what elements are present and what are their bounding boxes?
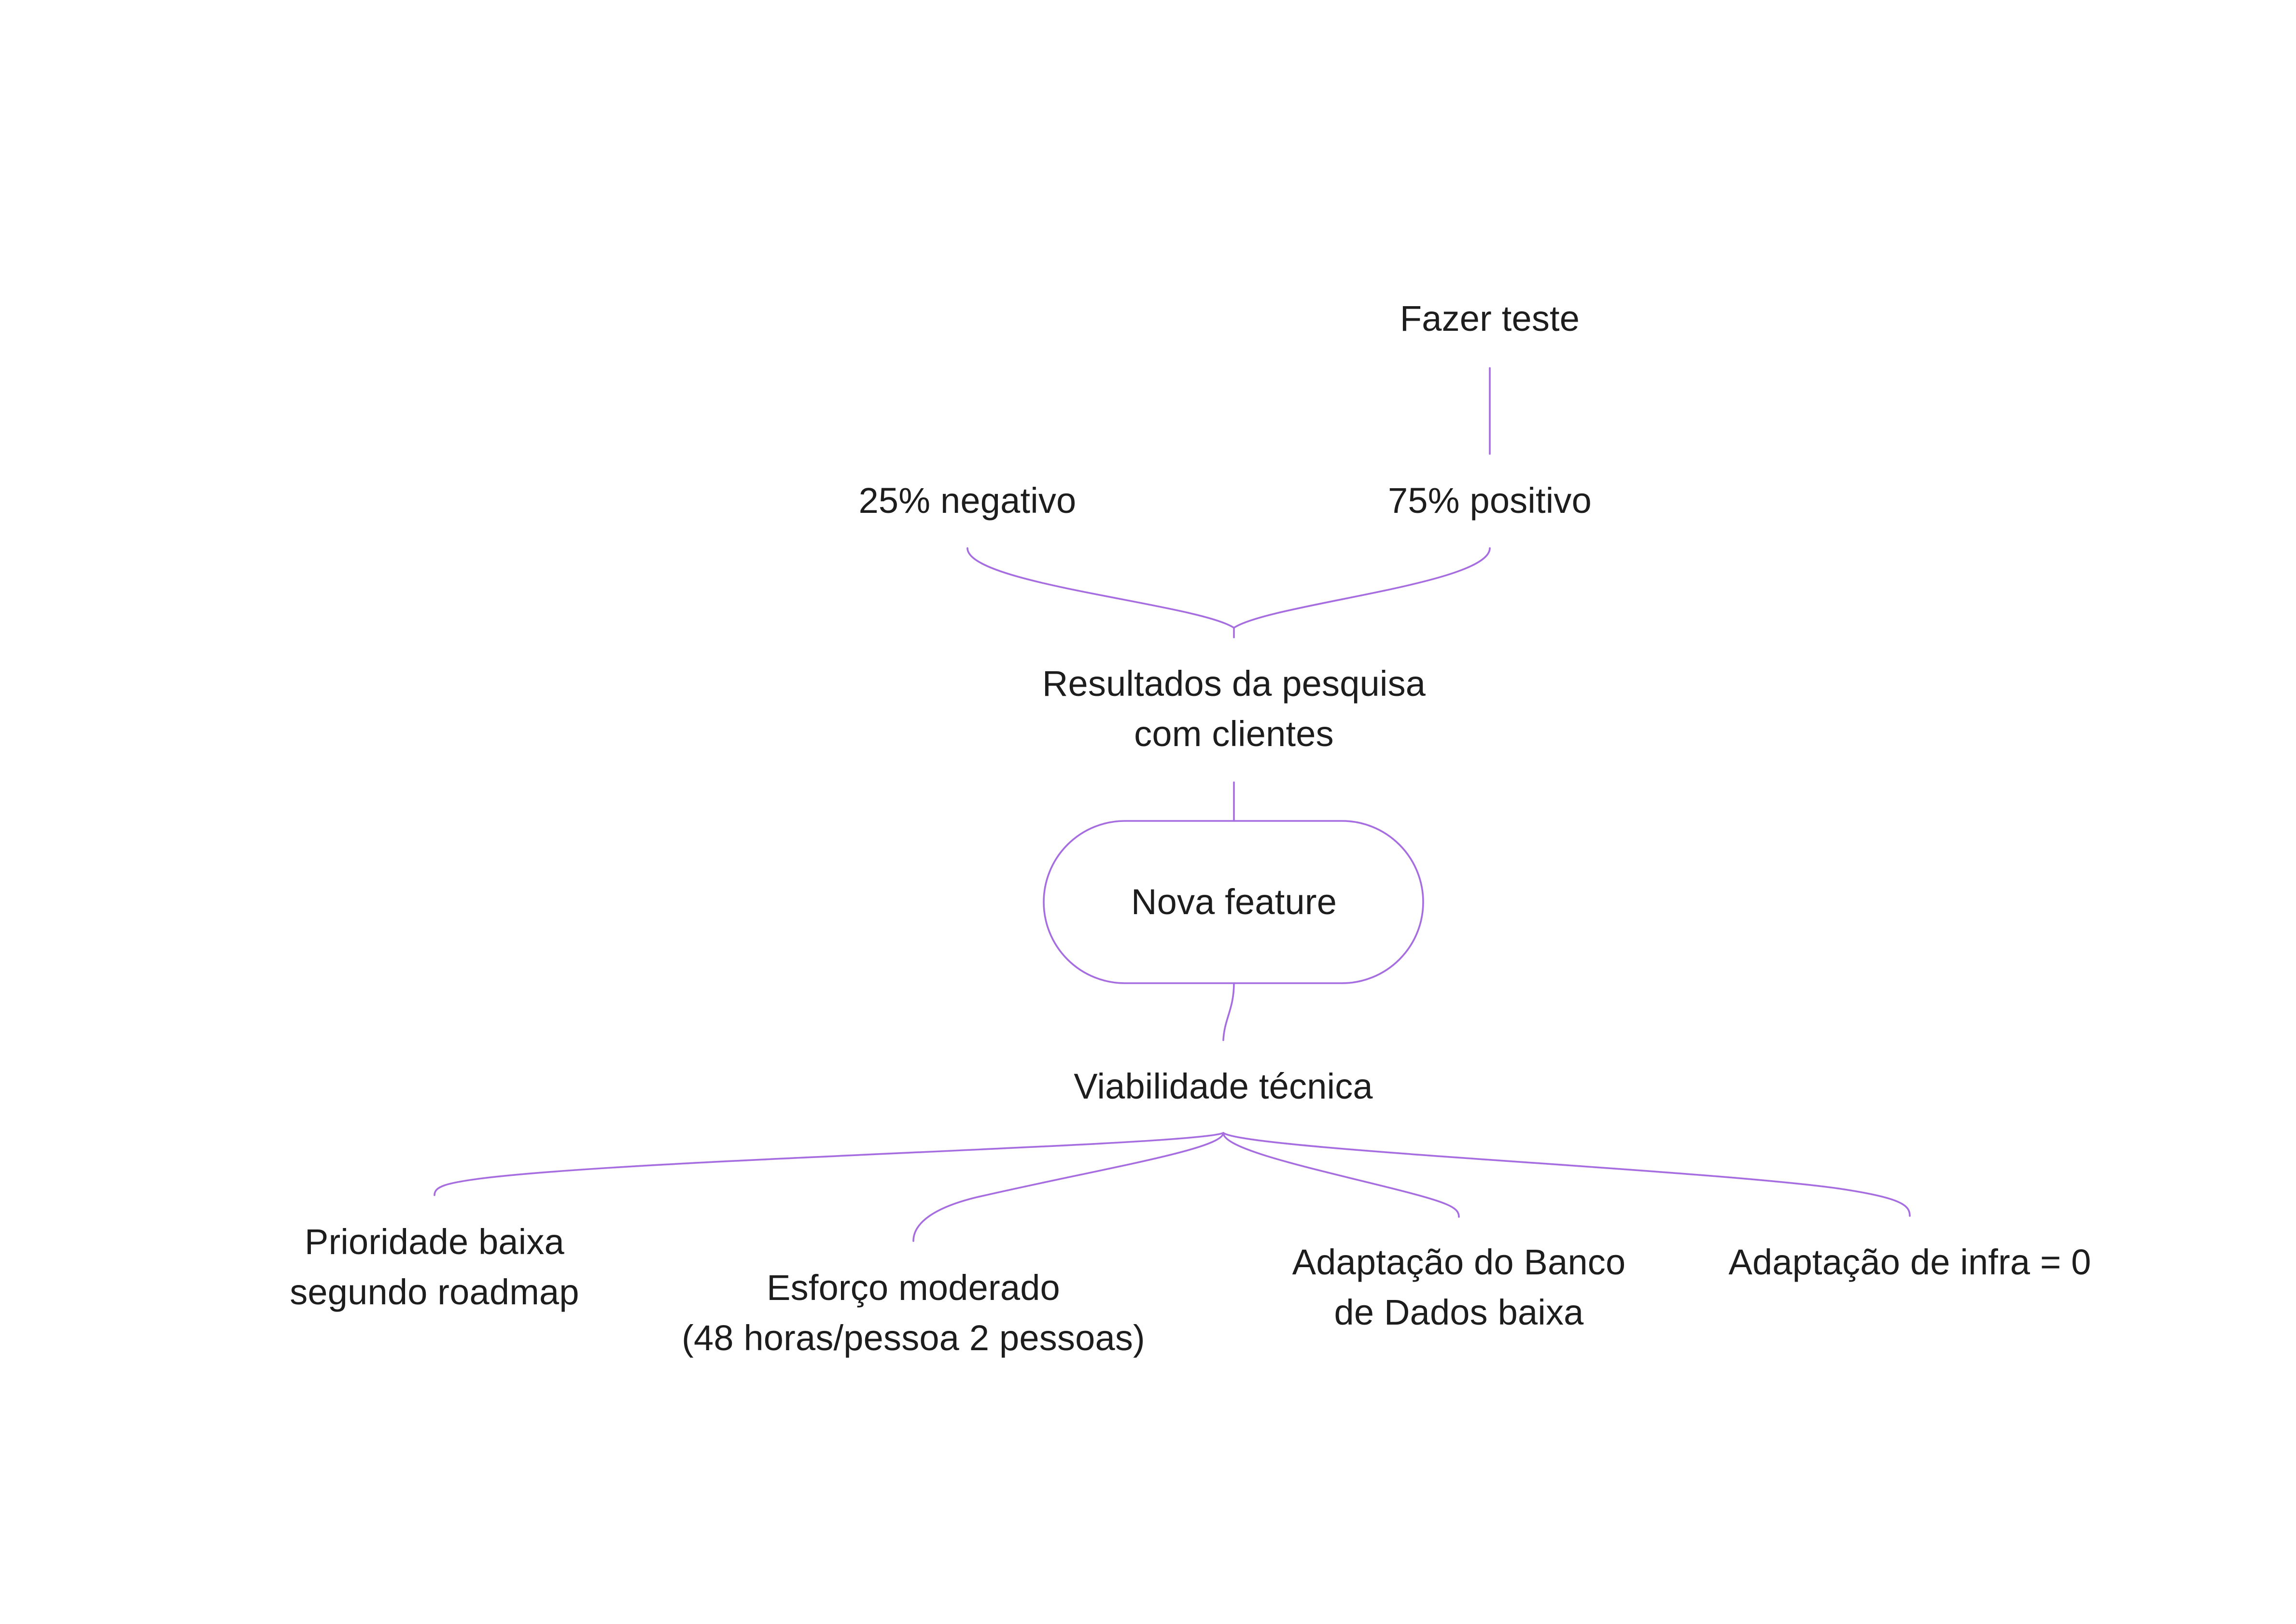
node-75-positivo: 75% positivo — [1388, 480, 1592, 521]
node-viabilidade-tecnica: Viabilidade técnica — [1074, 1066, 1373, 1106]
node-nova-feature: Nova feature — [1131, 882, 1337, 922]
node-adaptacao-banco: Adaptação do Banco de Dados baixa — [1292, 1242, 1626, 1332]
node-prioridade-baixa: Prioridade baixa segundo roadmap — [290, 1222, 579, 1312]
connector-viabilidade-to-banco — [1222, 1132, 1460, 1218]
connector-viabilidade-to-esforco — [912, 1132, 1224, 1242]
connector-viabilidade-to-prioridade — [434, 1132, 1224, 1196]
node-fazer-teste: Fazer teste — [1400, 298, 1580, 339]
node-esforco-moderado: Esforço moderado (48 horas/pessoa 2 pess… — [682, 1268, 1145, 1358]
node-25-negativo: 25% negativo — [858, 480, 1077, 521]
connector-nova-feature-to-viabilidade — [1222, 982, 1235, 1041]
connector-negativo-to-resultados — [966, 547, 1235, 638]
connector-viabilidade-to-infra — [1222, 1132, 1911, 1217]
connector-positivo-to-resultados — [1233, 547, 1491, 629]
node-resultados-pesquisa: Resultados da pesquisa com clientes — [1042, 664, 1426, 754]
node-adaptacao-infra: Adaptação de infra = 0 — [1728, 1242, 2091, 1282]
